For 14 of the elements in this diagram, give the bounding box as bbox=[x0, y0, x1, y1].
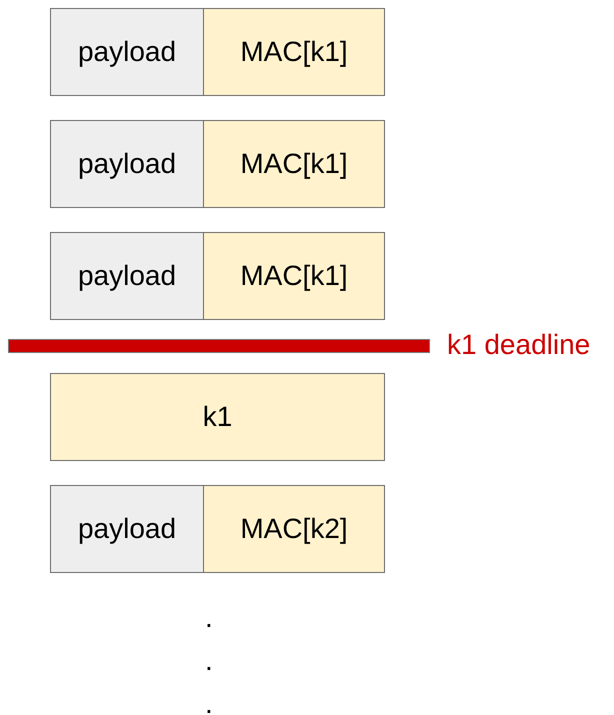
deadline-bar bbox=[8, 339, 430, 353]
key-block: MAC[k1] bbox=[203, 120, 385, 208]
key-block: k1 bbox=[50, 373, 385, 461]
key-block: MAC[k1] bbox=[203, 8, 385, 96]
payload-cell: payload bbox=[50, 120, 204, 208]
payload-cell: payload bbox=[50, 232, 204, 320]
deadline-label: k1 deadline bbox=[447, 329, 590, 361]
key-block: MAC[k2] bbox=[203, 485, 385, 573]
payload-cell: payload bbox=[50, 485, 204, 573]
key-block: MAC[k1] bbox=[203, 232, 385, 320]
ellipsis-dot: . bbox=[205, 690, 213, 715]
ellipsis-dot: . bbox=[205, 604, 213, 632]
payload-cell: payload bbox=[50, 8, 204, 96]
ellipsis-dot: . bbox=[205, 647, 213, 675]
